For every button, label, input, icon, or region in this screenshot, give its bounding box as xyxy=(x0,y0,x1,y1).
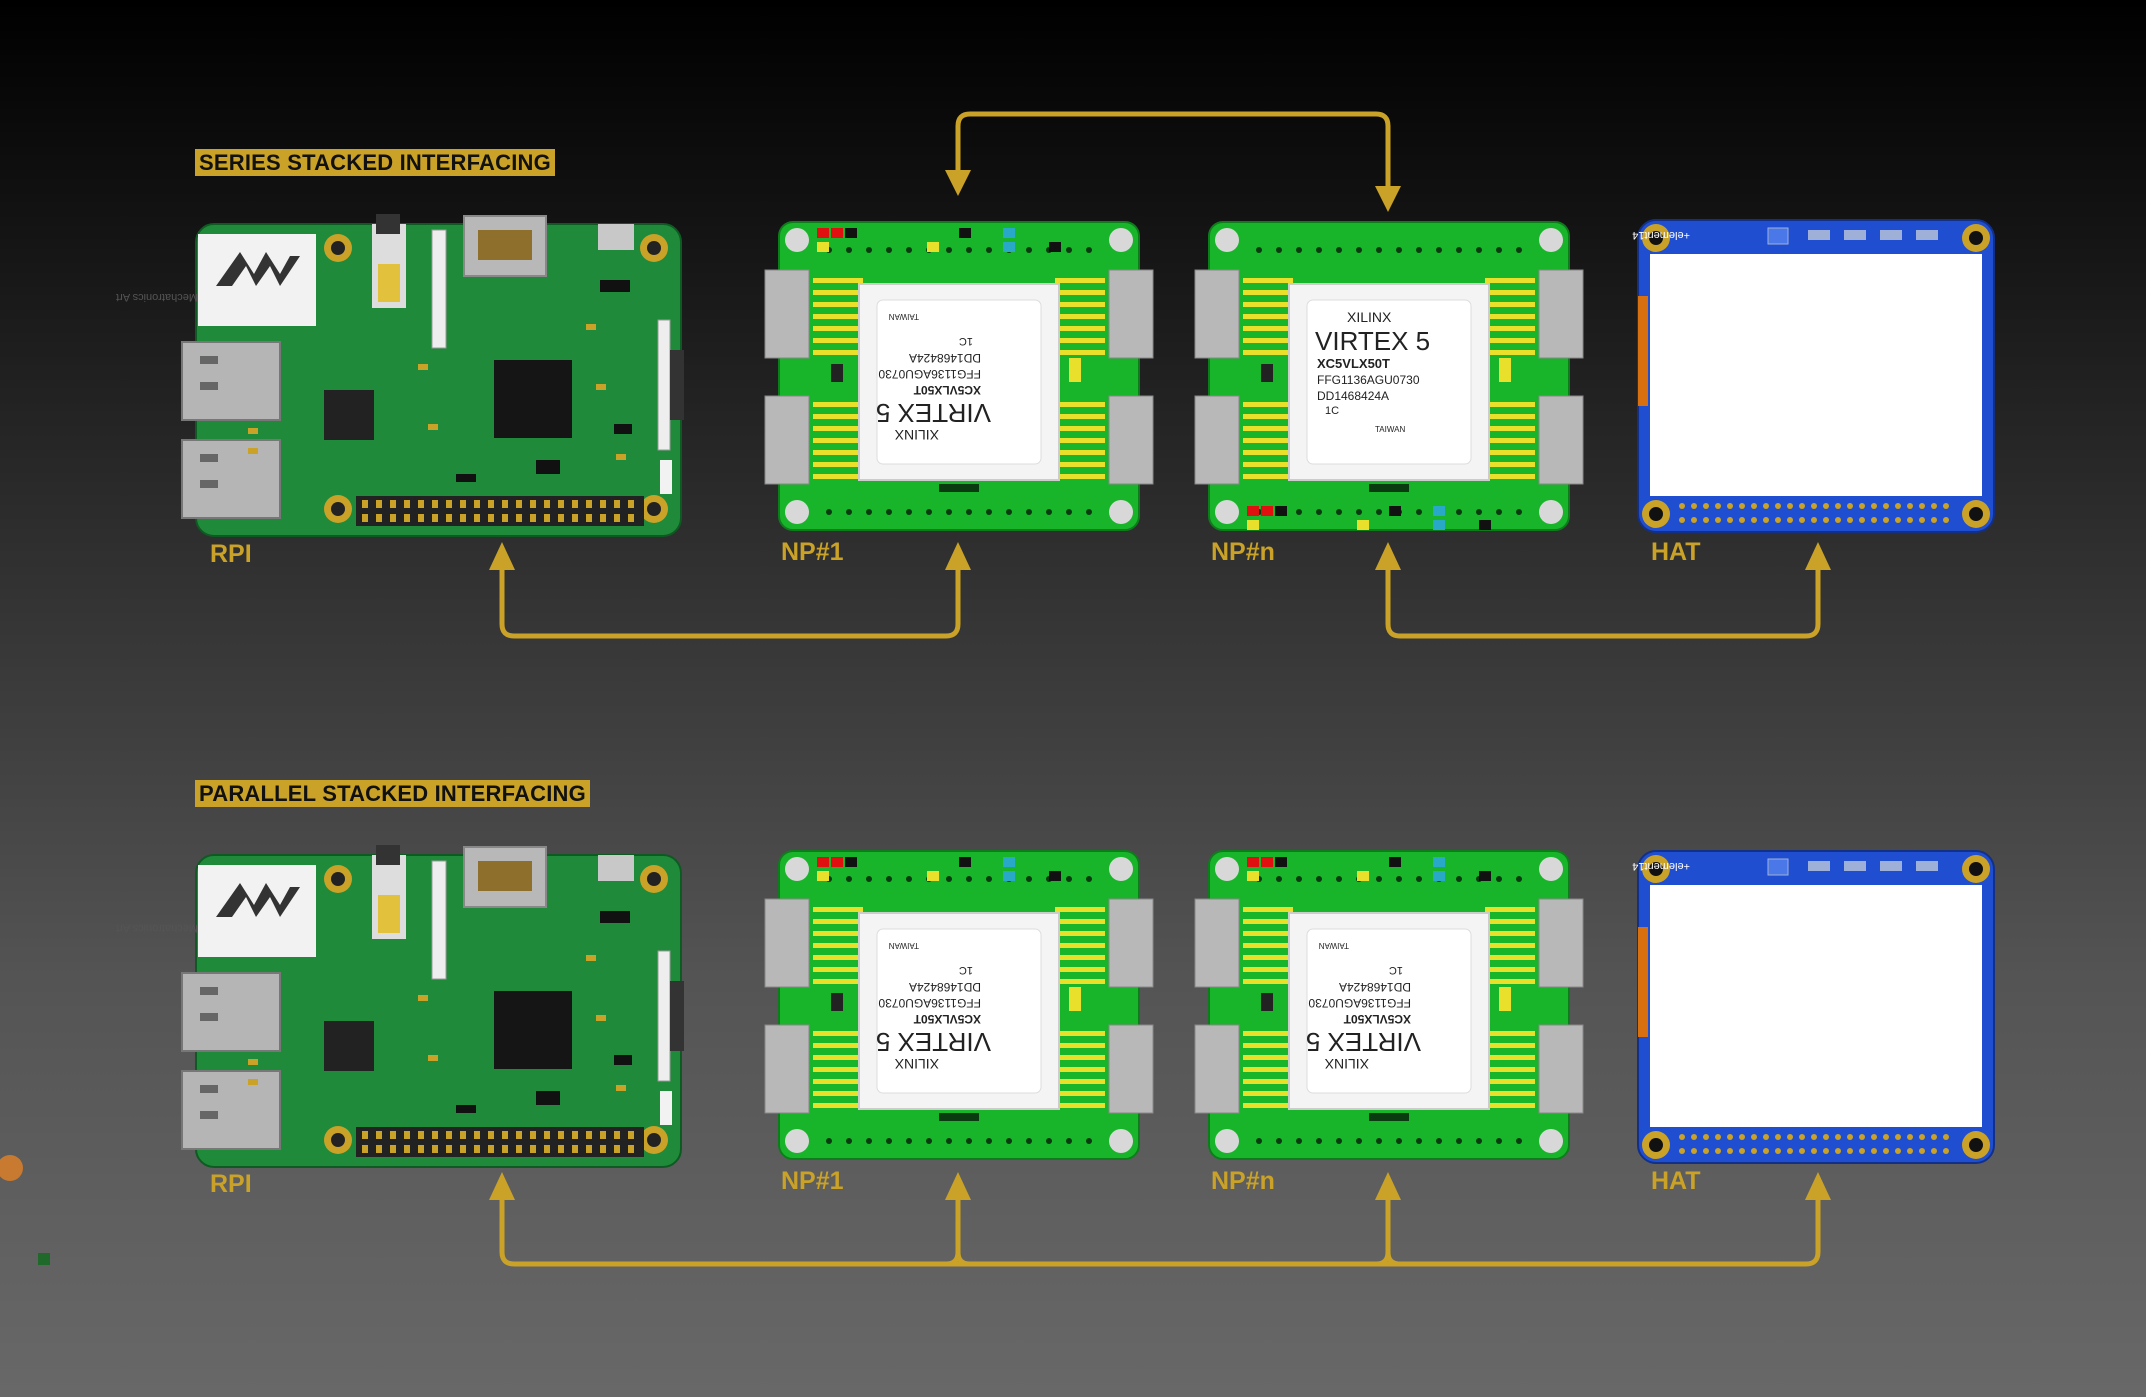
series-np1-board: XILINX VIRTEX 5 XC5VLX50T FFG1136AGU0730… xyxy=(764,221,1154,531)
series-arrow-npn-top xyxy=(1375,186,1401,212)
parallel-rpi-board: Mechatronics Art xyxy=(116,844,685,1168)
series-arrow-rpi xyxy=(489,542,515,570)
green-square xyxy=(38,1253,50,1265)
chip-grade-text: 1C xyxy=(959,964,973,976)
chip-lot-text: DD1468424A xyxy=(1339,980,1411,994)
chip-origin-text: TAIWAN xyxy=(1319,941,1349,950)
chip-grade-text: 1C xyxy=(1389,964,1403,976)
chip-package-text: FFG1136AGU0730 xyxy=(878,367,981,381)
chip-grade-text: 1C xyxy=(959,335,973,347)
series-arrow-np1-bottom xyxy=(945,542,971,570)
rpi-logo-text: Mechatronics Art xyxy=(116,922,198,934)
series-npn-chip-markings: XILINX VIRTEX 5 XC5VLX50T FFG1136AGU0730… xyxy=(1315,309,1430,434)
chip-brand-text: XILINX xyxy=(894,427,939,443)
chip-brand-text: XILINX xyxy=(894,1056,939,1072)
chip-brand-text: XILINX xyxy=(1347,309,1392,325)
series-np1-chip-markings: XILINX VIRTEX 5 XC5VLX50T FFG1136AGU0730… xyxy=(876,312,991,443)
parallel-rpi-label: RPI xyxy=(210,1170,252,1198)
chip-family-text: VIRTEX 5 xyxy=(1315,326,1430,356)
hat-brand-text: +element14 xyxy=(1632,229,1690,241)
parallel-np1-chip-markings: XILINX VIRTEX 5 XC5VLX50T FFG1136AGU0730… xyxy=(876,941,991,1072)
chip-brand-text: XILINX xyxy=(1324,1056,1369,1072)
chip-package-text: FFG1136AGU0730 xyxy=(1308,996,1411,1010)
chip-part-text: XC5VLX50T xyxy=(913,1012,981,1026)
chip-part-text: XC5VLX50T xyxy=(1343,1012,1411,1026)
series-npn-label: NP#n xyxy=(1211,538,1275,566)
mechatronics-logo xyxy=(216,883,300,917)
parallel-bus xyxy=(499,1200,1821,1267)
chip-grade-text: 1C xyxy=(1325,405,1339,417)
series-section-title: SERIES STACKED INTERFACING xyxy=(195,149,555,176)
series-arrow-np1-top xyxy=(945,170,971,196)
chip-family-text: VIRTEX 5 xyxy=(1306,1027,1421,1057)
chip-lot-text: DD1468424A xyxy=(909,351,981,365)
series-hat-board: +element14 xyxy=(1632,219,1995,533)
parallel-npn-label: NP#n xyxy=(1211,1167,1275,1195)
chip-lot-text: DD1468424A xyxy=(1317,389,1389,403)
parallel-hat-label: HAT xyxy=(1651,1167,1701,1195)
chip-lot-text: DD1468424A xyxy=(909,980,981,994)
parallel-arrow-rpi xyxy=(489,1172,515,1200)
chip-package-text: FFG1136AGU0730 xyxy=(1317,373,1420,387)
orange-dot xyxy=(0,1155,23,1181)
series-hat-label: HAT xyxy=(1651,538,1701,566)
parallel-arrow-hat xyxy=(1805,1172,1831,1200)
parallel-np1-board: XILINX VIRTEX 5 XC5VLX50T FFG1136AGU0730… xyxy=(764,850,1154,1160)
chip-part-text: XC5VLX50T xyxy=(1317,356,1390,371)
parallel-np1-label: NP#1 xyxy=(781,1167,844,1195)
chip-origin-text: TAIWAN xyxy=(889,312,919,321)
series-rpi-label: RPI xyxy=(210,540,252,568)
series-rpi-board: Mechatronics Art xyxy=(116,213,685,537)
parallel-arrow-npn xyxy=(1375,1172,1401,1200)
parallel-hat-board: +element14 xyxy=(1632,850,1995,1164)
mechatronics-logo xyxy=(216,252,300,286)
series-connector-bottom-left xyxy=(499,570,961,639)
parallel-npn-board: XILINX VIRTEX 5 XC5VLX50T FFG1136AGU0730… xyxy=(1194,850,1584,1160)
chip-package-text: FFG1136AGU0730 xyxy=(878,996,981,1010)
chip-part-text: XC5VLX50T xyxy=(913,383,981,397)
chip-family-text: VIRTEX 5 xyxy=(876,398,991,428)
series-np1-label: NP#1 xyxy=(781,538,844,566)
series-npn-board: XILINX VIRTEX 5 XC5VLX50T FFG1136AGU0730… xyxy=(1194,221,1584,531)
parallel-npn-chip-markings: XILINX VIRTEX 5 XC5VLX50T FFG1136AGU0730… xyxy=(1306,941,1421,1072)
series-arrow-hat xyxy=(1805,542,1831,570)
parallel-arrow-np1 xyxy=(945,1172,971,1200)
hat-brand-text: +element14 xyxy=(1632,860,1690,872)
chip-origin-text: TAIWAN xyxy=(1375,425,1405,434)
parallel-section-title: PARALLEL STACKED INTERFACING xyxy=(195,780,590,807)
series-connector-bottom-right xyxy=(1385,570,1821,639)
series-connector-top xyxy=(955,111,1391,200)
chip-family-text: VIRTEX 5 xyxy=(876,1027,991,1057)
series-arrow-npn-bottom xyxy=(1375,542,1401,570)
chip-origin-text: TAIWAN xyxy=(889,941,919,950)
rpi-logo-text: Mechatronics Art xyxy=(116,291,198,303)
